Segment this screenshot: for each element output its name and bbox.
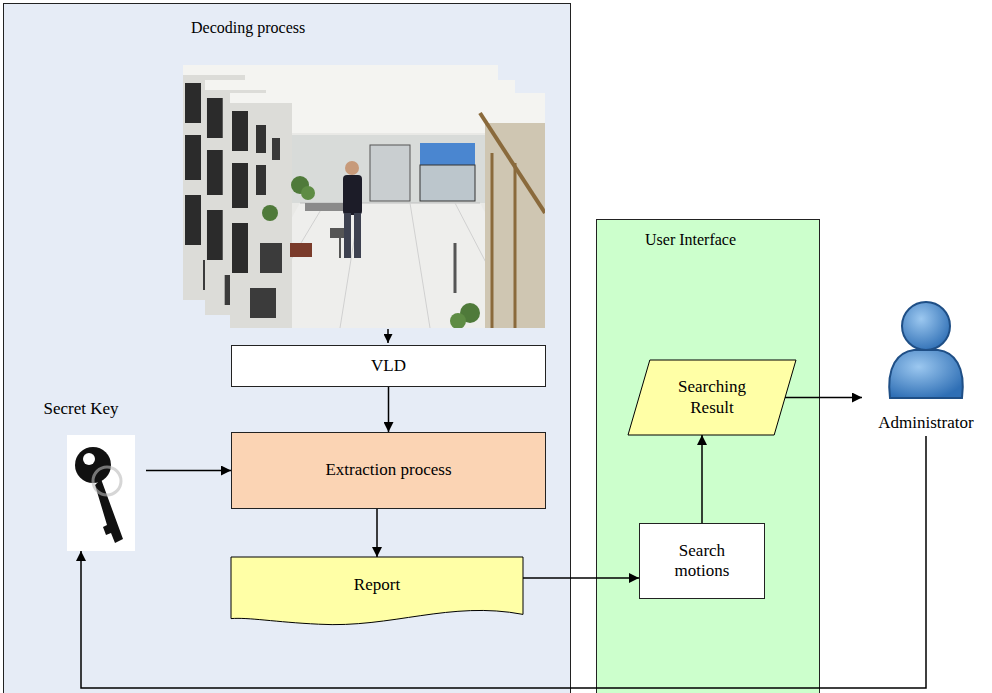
panel-title: User Interface — [645, 230, 736, 249]
key-symbol — [67, 435, 135, 551]
text-area: Report — [231, 557, 523, 613]
user-icon: Administrator — [862, 296, 990, 436]
text-area: User Interface — [645, 230, 736, 249]
process-box: Search motions — [639, 523, 765, 599]
process-box: Extraction process — [231, 432, 546, 509]
key-icon: Secret Key — [16, 396, 146, 551]
node-label: Searching Result — [658, 377, 766, 418]
text-area: Extraction process — [232, 433, 545, 508]
node-label: Secret Key — [43, 399, 118, 419]
connector-arrow — [785, 397, 862, 399]
node-label: Extraction process — [325, 460, 451, 480]
outline — [628, 360, 796, 435]
video-frame — [183, 65, 498, 301]
data-parallelogram: Searching Result — [628, 360, 796, 435]
connector-arrow — [146, 470, 231, 472]
connector-arrow — [376, 509, 378, 557]
text-area: Secret Key — [16, 396, 146, 422]
text-area: Decoding process — [191, 18, 305, 37]
process-box: VLD — [231, 345, 546, 387]
outline — [231, 557, 523, 625]
connector-arrow — [701, 435, 703, 523]
ui-panel: User InterfaceSearching ResultSearch mot… — [596, 219, 820, 693]
video-frame — [230, 93, 545, 329]
video-frame — [205, 80, 515, 316]
process-panel: Decoding processVLD Secret KeyExtraction … — [3, 3, 571, 693]
connector-arrow — [81, 436, 926, 688]
text-area: Search motions — [640, 524, 764, 598]
connector-arrow — [523, 577, 639, 579]
document-shape: Report — [231, 557, 523, 627]
frames-arrow — [387, 329, 389, 343]
node-label: Administrator — [878, 413, 973, 433]
node-label: VLD — [371, 356, 406, 376]
connector-arrow — [388, 387, 390, 432]
panel-title: Decoding process — [191, 18, 305, 37]
node-label: Search motions — [658, 541, 746, 582]
text-area: Searching Result — [628, 360, 796, 435]
text-area: VLD — [232, 346, 545, 386]
text-area: Administrator — [862, 410, 990, 436]
administrator-symbol — [884, 296, 968, 400]
node-label: Report — [354, 575, 400, 595]
